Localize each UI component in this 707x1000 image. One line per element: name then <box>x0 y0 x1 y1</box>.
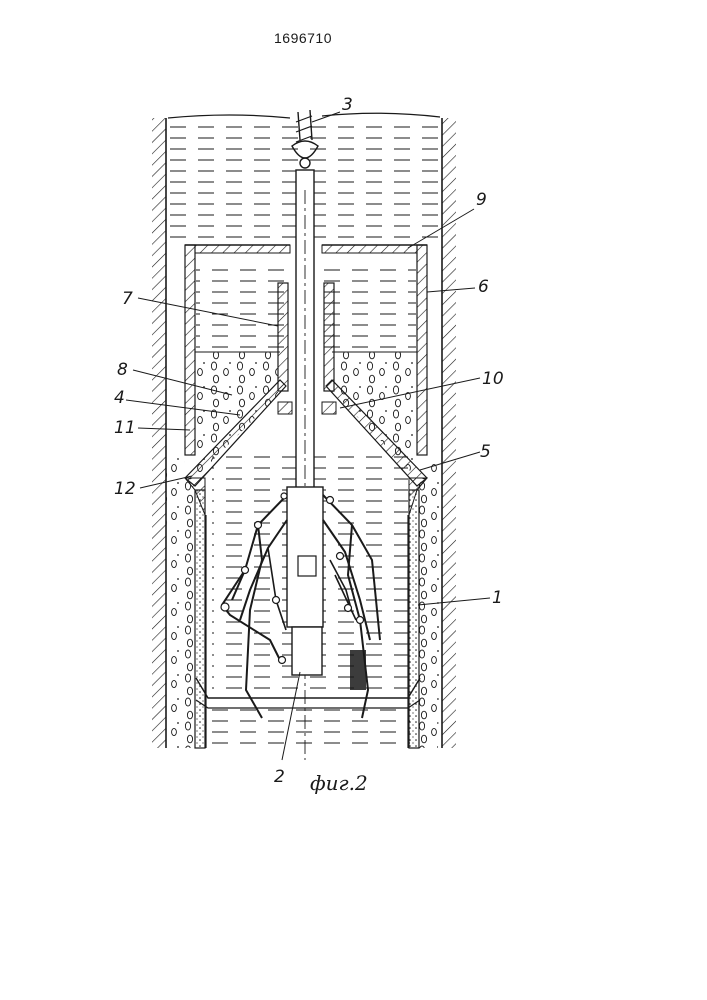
callout-10: 10 <box>482 369 504 389</box>
callout-2: 2 <box>274 767 285 787</box>
callout-5: 5 <box>480 442 491 462</box>
figure-caption: фиг.2 <box>310 771 368 795</box>
callout-1: 1 <box>492 588 503 608</box>
well-wall-left <box>152 118 166 748</box>
callout-8: 8 <box>117 360 128 380</box>
callout-11: 11 <box>114 418 136 438</box>
callout-3: 3 <box>342 95 353 115</box>
callout-4: 4 <box>114 388 125 408</box>
callout-9: 9 <box>476 190 487 210</box>
callout-6: 6 <box>478 277 489 297</box>
callout-7: 7 <box>122 289 133 309</box>
well-wall-right <box>442 118 456 748</box>
callout-12: 12 <box>114 479 136 499</box>
